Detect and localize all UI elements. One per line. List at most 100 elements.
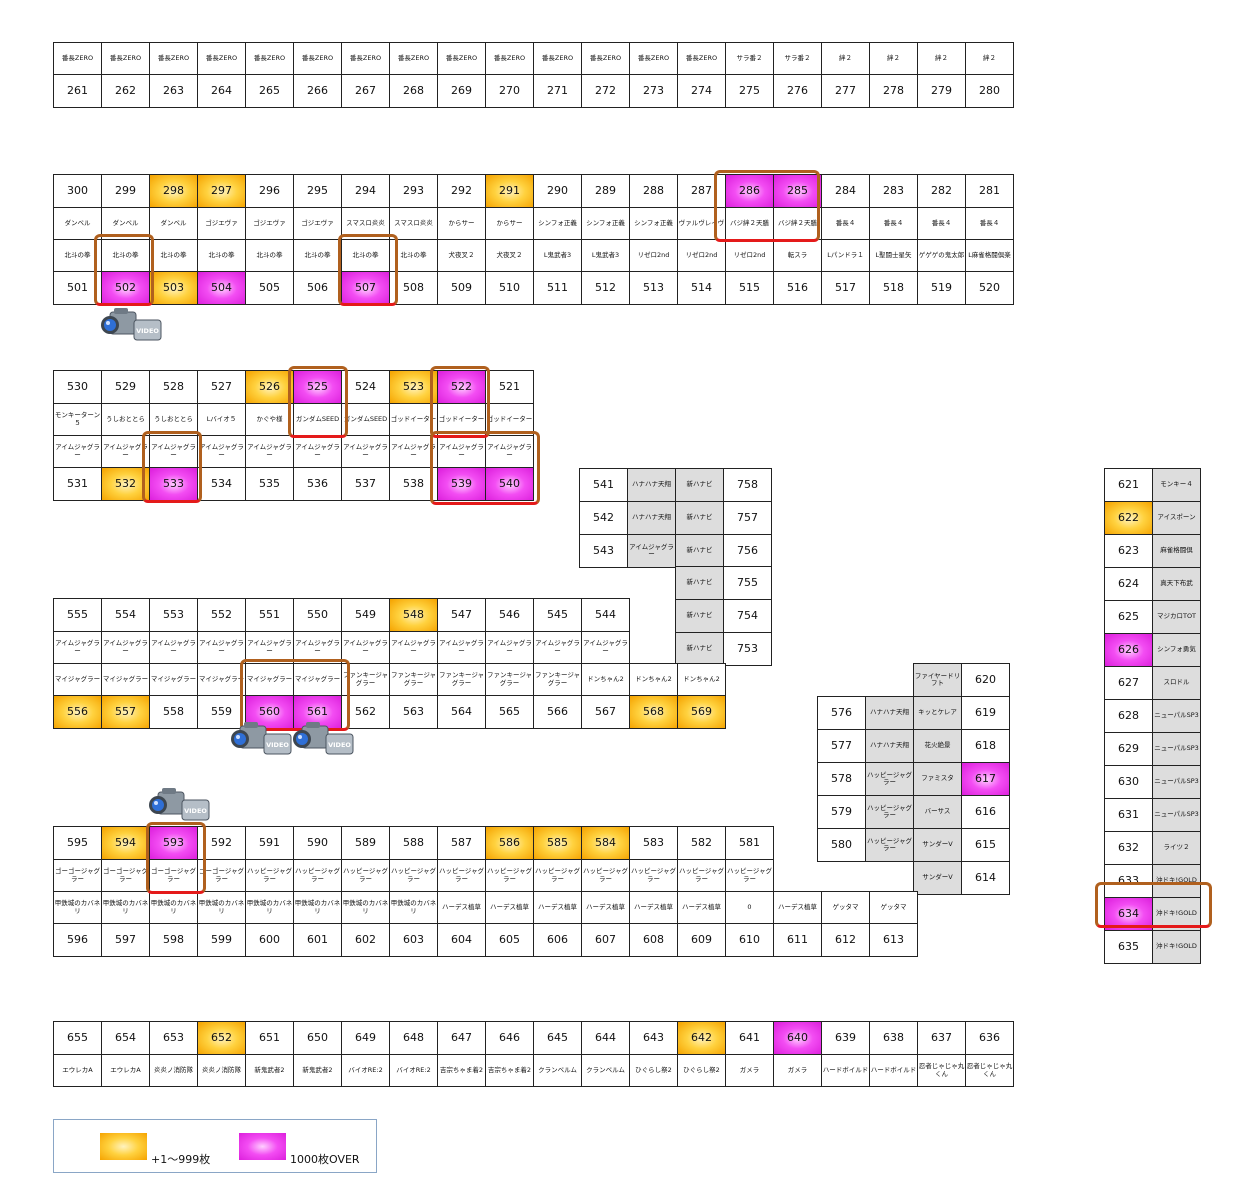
machine-name-cell[interactable]: モンキー４ <box>1152 468 1201 502</box>
machine-name-cell[interactable]: Lパンドラ１ <box>821 239 870 272</box>
slot-number-cell[interactable]: 758 <box>723 468 772 502</box>
slot-number-cell[interactable]: 538 <box>389 467 438 501</box>
machine-name-cell[interactable]: 絆２ <box>869 42 918 75</box>
machine-name-cell[interactable]: 花火絶景 <box>913 729 962 763</box>
slot-number-cell[interactable]: 636 <box>965 1021 1014 1055</box>
slot-number-cell[interactable]: 645 <box>533 1021 582 1055</box>
machine-name-cell[interactable]: 北斗の拳 <box>341 239 390 272</box>
slot-number-cell[interactable]: 541 <box>579 468 628 502</box>
slot-number-cell[interactable]: 756 <box>723 534 772 568</box>
slot-number-cell[interactable]: 599 <box>197 923 246 957</box>
slot-number-cell[interactable]: 547 <box>437 598 486 632</box>
machine-name-cell[interactable]: ニューパルSP3 <box>1152 798 1201 832</box>
machine-name-cell[interactable]: 炎炎ノ消防隊 <box>149 1054 198 1087</box>
machine-name-cell[interactable]: エウレカA <box>53 1054 102 1087</box>
machine-name-cell[interactable]: ガンダムSEED <box>341 403 390 436</box>
machine-name-cell[interactable]: アイムジャグラー <box>341 435 390 468</box>
slot-number-cell[interactable]: 533 <box>149 467 198 501</box>
slot-number-cell[interactable]: 265 <box>245 74 294 108</box>
machine-name-cell[interactable]: 新ハナビ <box>675 599 724 633</box>
slot-number-cell[interactable]: 510 <box>485 271 534 305</box>
slot-number-cell[interactable]: 569 <box>677 695 726 729</box>
slot-number-cell[interactable]: 286 <box>725 174 774 208</box>
machine-name-cell[interactable]: うしおととら <box>149 403 198 436</box>
machine-name-cell[interactable]: 甲鉄城のカバネリ <box>197 891 246 924</box>
machine-name-cell[interactable]: 甲鉄城のカバネリ <box>245 891 294 924</box>
machine-name-cell[interactable]: スマスロ炎炎 <box>389 207 438 240</box>
slot-number-cell[interactable]: 298 <box>149 174 198 208</box>
slot-number-cell[interactable]: 523 <box>389 370 438 404</box>
machine-name-cell[interactable]: ニューパルSP3 <box>1152 699 1201 733</box>
machine-name-cell[interactable]: バジ絆２天膳 <box>725 207 774 240</box>
slot-number-cell[interactable]: 593 <box>149 826 198 860</box>
machine-name-cell[interactable]: ゴッドイーター <box>437 403 486 436</box>
machine-name-cell[interactable]: ファンキージャグラー <box>341 663 390 696</box>
slot-number-cell[interactable]: 611 <box>773 923 822 957</box>
slot-number-cell[interactable]: 511 <box>533 271 582 305</box>
slot-number-cell[interactable]: 261 <box>53 74 102 108</box>
slot-number-cell[interactable]: 587 <box>437 826 486 860</box>
machine-name-cell[interactable]: アイムジャグラー <box>197 435 246 468</box>
machine-name-cell[interactable]: 新鬼武者2 <box>245 1054 294 1087</box>
machine-name-cell[interactable]: マイジャグラー <box>245 663 294 696</box>
slot-number-cell[interactable]: 517 <box>821 271 870 305</box>
slot-number-cell[interactable]: 279 <box>917 74 966 108</box>
machine-name-cell[interactable]: アイムジャグラー <box>197 631 246 664</box>
slot-number-cell[interactable]: 513 <box>629 271 678 305</box>
slot-number-cell[interactable]: 271 <box>533 74 582 108</box>
machine-name-cell[interactable]: L麻雀格闘倶楽 <box>965 239 1014 272</box>
slot-number-cell[interactable]: 508 <box>389 271 438 305</box>
machine-name-cell[interactable]: アイムジャグラー <box>627 534 676 568</box>
slot-number-cell[interactable]: 559 <box>197 695 246 729</box>
slot-number-cell[interactable]: 300 <box>53 174 102 208</box>
machine-name-cell[interactable]: エウレカA <box>101 1054 150 1087</box>
machine-name-cell[interactable]: 番長ZERO <box>629 42 678 75</box>
slot-number-cell[interactable]: 545 <box>533 598 582 632</box>
machine-name-cell[interactable]: シンフォ正義 <box>629 207 678 240</box>
machine-name-cell[interactable]: アイムジャグラー <box>149 631 198 664</box>
slot-number-cell[interactable]: 294 <box>341 174 390 208</box>
machine-name-cell[interactable]: ハッピージャグラー <box>865 828 914 862</box>
slot-number-cell[interactable]: 277 <box>821 74 870 108</box>
machine-name-cell[interactable]: ファイヤードリフト <box>913 663 962 697</box>
machine-name-cell[interactable]: バイオRE:2 <box>341 1054 390 1087</box>
slot-number-cell[interactable]: 280 <box>965 74 1014 108</box>
slot-number-cell[interactable]: 267 <box>341 74 390 108</box>
slot-number-cell[interactable]: 554 <box>101 598 150 632</box>
slot-number-cell[interactable]: 539 <box>437 467 486 501</box>
slot-number-cell[interactable]: 620 <box>961 663 1010 697</box>
machine-name-cell[interactable]: マジカロTOT <box>1152 600 1201 634</box>
slot-number-cell[interactable]: 297 <box>197 174 246 208</box>
slot-number-cell[interactable]: 644 <box>581 1021 630 1055</box>
slot-number-cell[interactable]: 550 <box>293 598 342 632</box>
slot-number-cell[interactable]: 292 <box>437 174 486 208</box>
machine-name-cell[interactable]: アイムジャグラー <box>293 631 342 664</box>
slot-number-cell[interactable]: 654 <box>101 1021 150 1055</box>
machine-name-cell[interactable]: 炎炎ノ消防隊 <box>197 1054 246 1087</box>
slot-number-cell[interactable]: 266 <box>293 74 342 108</box>
machine-name-cell[interactable]: アイムジャグラー <box>53 631 102 664</box>
slot-number-cell[interactable]: 609 <box>677 923 726 957</box>
slot-number-cell[interactable]: 601 <box>293 923 342 957</box>
machine-name-cell[interactable]: 甲鉄城のカバネリ <box>341 891 390 924</box>
slot-number-cell[interactable]: 624 <box>1104 567 1153 601</box>
machine-name-cell[interactable]: モンキーターン５ <box>53 403 102 436</box>
machine-name-cell[interactable]: アイムジャグラー <box>149 435 198 468</box>
machine-name-cell[interactable]: ニューパルSP3 <box>1152 732 1201 766</box>
slot-number-cell[interactable]: 754 <box>723 599 772 633</box>
slot-number-cell[interactable]: 555 <box>53 598 102 632</box>
machine-name-cell[interactable]: ファンキージャグラー <box>533 663 582 696</box>
slot-number-cell[interactable]: 641 <box>725 1021 774 1055</box>
slot-number-cell[interactable]: 617 <box>961 762 1010 796</box>
slot-number-cell[interactable]: 640 <box>773 1021 822 1055</box>
machine-name-cell[interactable]: スマスロ炎炎 <box>341 207 390 240</box>
machine-name-cell[interactable]: ドンちゃん2 <box>629 663 678 696</box>
machine-name-cell[interactable]: 番長ZERO <box>437 42 486 75</box>
machine-name-cell[interactable]: 新ハナビ <box>675 468 724 502</box>
slot-number-cell[interactable]: 566 <box>533 695 582 729</box>
slot-number-cell[interactable]: 626 <box>1104 633 1153 667</box>
machine-name-cell[interactable]: アイムジャグラー <box>437 631 486 664</box>
machine-name-cell[interactable]: 甲鉄城のカバネリ <box>53 891 102 924</box>
slot-number-cell[interactable]: 295 <box>293 174 342 208</box>
slot-number-cell[interactable]: 273 <box>629 74 678 108</box>
